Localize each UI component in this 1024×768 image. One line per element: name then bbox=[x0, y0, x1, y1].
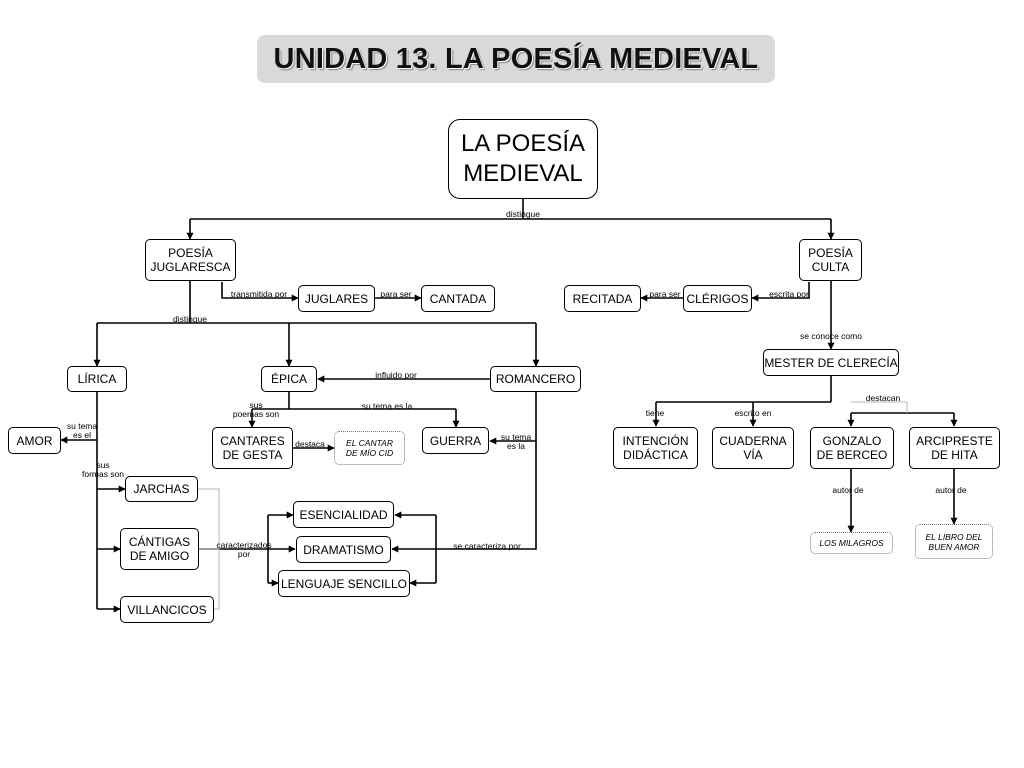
node-guerra: GUERRA bbox=[422, 427, 489, 454]
label-se-conoce-como: se conoce como bbox=[800, 331, 862, 341]
node-los-milagros: LOS MILAGROS bbox=[810, 532, 893, 554]
label-distingue-juglaresca: distingue bbox=[172, 314, 208, 324]
label-sus-poemas-son: sus poemas son bbox=[232, 400, 280, 419]
node-dramatismo: DRAMATISMO bbox=[296, 536, 391, 563]
label-se-caracteriza-por: se caracteriza por bbox=[453, 541, 521, 551]
label-para-ser-juglares: para ser bbox=[380, 289, 412, 299]
label-influido-por: influido por bbox=[375, 370, 417, 380]
node-lirica: LÍRICA bbox=[67, 366, 127, 392]
label-distingue-top: distingue bbox=[505, 209, 541, 219]
node-cantada: CANTADA bbox=[421, 285, 495, 312]
label-para-ser-clerigos: para ser bbox=[649, 289, 681, 299]
title-banner: UNIDAD 13. LA POESÍA MEDIEVAL bbox=[257, 35, 775, 83]
node-jarchas: JARCHAS bbox=[125, 476, 198, 502]
node-mester-de-clerecia: MESTER DE CLERECÍA bbox=[763, 349, 899, 376]
node-cantigas-de-amigo: CÁNTIGAS DE AMIGO bbox=[120, 528, 199, 570]
node-villancicos: VILLANCICOS bbox=[120, 596, 214, 623]
node-juglares: JUGLARES bbox=[298, 285, 375, 312]
label-escrita-por: escrita por bbox=[769, 289, 809, 299]
node-amor: AMOR bbox=[8, 427, 61, 454]
node-el-cantar-de-mio-cid: EL CANTAR DE MÍO CID bbox=[334, 431, 405, 465]
node-recitada: RECITADA bbox=[564, 285, 641, 312]
label-su-tema-es-la-epica: su tema es la bbox=[361, 401, 413, 411]
node-clerigos: CLÉRIGOS bbox=[683, 285, 752, 312]
label-sus-formas-son: sus formas son bbox=[81, 460, 125, 479]
node-gonzalo-de-berceo: GONZALO DE BERCEO bbox=[810, 427, 894, 469]
node-lenguaje-sencillo: LENGUAJE SENCILLO bbox=[278, 570, 410, 597]
label-destaca: destaca bbox=[295, 439, 325, 449]
label-tiene: tiene bbox=[645, 408, 665, 418]
label-escrito-en: escrito en bbox=[734, 408, 772, 418]
label-autor-de-berceo: autor de bbox=[832, 485, 864, 495]
label-transmitida-por: transmitida por bbox=[230, 289, 288, 299]
label-caracterizados-por: caracterizados por bbox=[216, 540, 272, 559]
node-la-poesia-medieval: LA POESÍA MEDIEVAL bbox=[448, 119, 598, 199]
node-poesia-culta: POESÍA CULTA bbox=[799, 239, 862, 281]
label-destacan: destacan bbox=[865, 393, 901, 403]
page-title: UNIDAD 13. LA POESÍA MEDIEVAL bbox=[273, 42, 759, 75]
node-cantares-de-gesta: CANTARES DE GESTA bbox=[212, 427, 293, 469]
node-arcipreste-de-hita: ARCIPRESTE DE HITA bbox=[909, 427, 1000, 469]
node-intencion-didactica: INTENCIÓN DIDÁCTICA bbox=[613, 427, 698, 469]
node-esencialidad: ESENCIALIDAD bbox=[293, 501, 394, 528]
node-epica: ÉPICA bbox=[261, 366, 317, 392]
node-cuaderna-via: CUADERNA VÍA bbox=[712, 427, 794, 469]
node-romancero: ROMANCERO bbox=[490, 366, 581, 392]
node-el-libro-del-buen-amor: EL LIBRO DEL BUEN AMOR bbox=[915, 524, 993, 559]
label-su-tema-es-el: su tema es el bbox=[66, 421, 98, 440]
node-poesia-juglaresca: POESÍA JUGLARESCA bbox=[145, 239, 236, 281]
label-autor-de-hita: autor de bbox=[935, 485, 967, 495]
label-su-tema-es-la-romancero: su tema es la bbox=[500, 432, 532, 451]
